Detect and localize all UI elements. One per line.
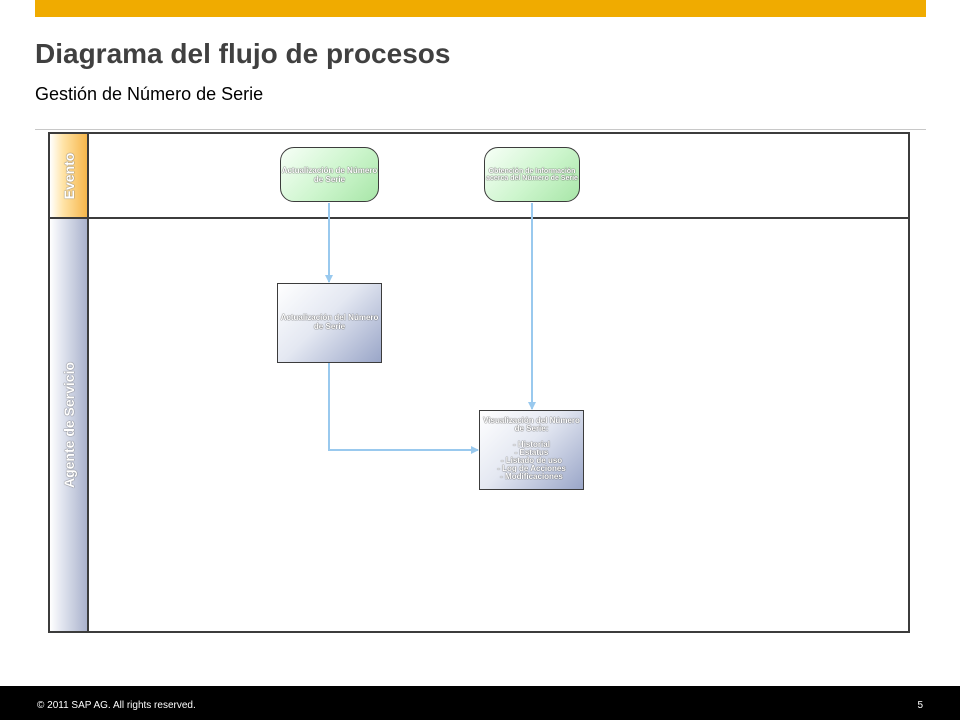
- event-actualizacion-label: Actualización de Número de Serie: [281, 165, 378, 184]
- swimlane-frame: [48, 132, 910, 633]
- header-divider: [35, 129, 926, 130]
- page-number: 5: [917, 700, 923, 711]
- lane-separator: [48, 217, 910, 219]
- event-obtencion-informacion: Obtención de Información acerca del Núme…: [484, 147, 580, 202]
- connector-task-update-to-task-view: [328, 363, 479, 454]
- page-subtitle: Gestión de Número de Serie: [35, 84, 264, 104]
- copyright-text: © 2011 SAP AG. All rights reserved.: [37, 700, 196, 711]
- task-actualizacion-numero-serie: Actualización del Número de Serie: [277, 283, 382, 363]
- lane-evento: Evento: [50, 134, 89, 217]
- task-visualizacion-numero-serie: Visualización del Número de Serie: - His…: [479, 410, 584, 490]
- task-actualizacion-label: Actualización del Número de Serie: [280, 313, 379, 331]
- event-obtencion-label: Obtención de Información acerca del Núme…: [486, 167, 578, 182]
- event-actualizacion-numero-serie: Actualización de Número de Serie: [280, 147, 379, 202]
- page-title: Diagrama del flujo de procesos: [35, 38, 451, 69]
- accent-bar: [35, 0, 926, 17]
- task-visualizacion-label: Visualización del Número de Serie: - His…: [483, 416, 580, 481]
- lane-agente-servicio: Agente de Servicio: [50, 219, 89, 631]
- footer-bar: [0, 686, 960, 720]
